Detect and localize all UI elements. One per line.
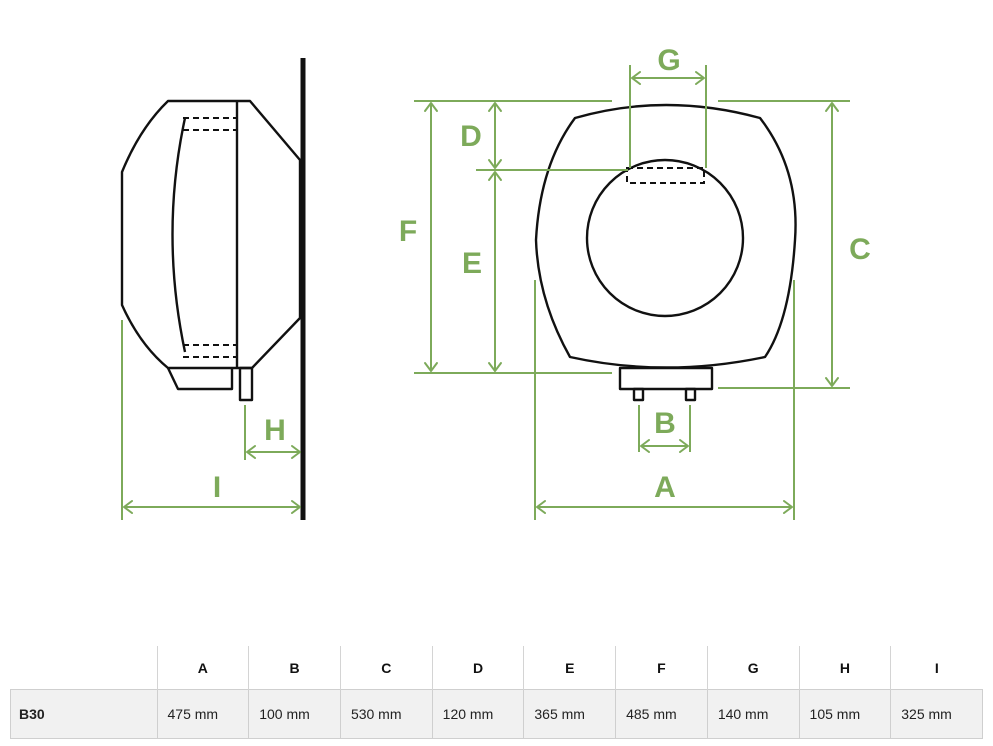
dimension-b: B <box>638 405 691 453</box>
water-heater-dimension-drawing: H I G D F <box>120 44 871 520</box>
column-header-model <box>11 646 158 690</box>
dimensions-table: A B C D E F G H I B30 475 mm 100 mm 530 … <box>10 646 983 739</box>
column-header-e: E <box>523 646 616 690</box>
value-cell-b: 100 mm <box>248 689 341 739</box>
value-cell-a: 475 mm <box>156 689 250 739</box>
label-a: A <box>654 471 676 504</box>
dimension-e: E <box>462 171 502 372</box>
front-view-top-dash <box>626 167 705 184</box>
value-cell-i: 325 mm <box>890 689 983 739</box>
column-header-f: F <box>615 646 708 690</box>
side-view-body-outline <box>120 99 302 370</box>
dimension-i: I <box>121 320 301 520</box>
value-cell-e: 365 mm <box>523 689 617 739</box>
table-row: B30 475 mm 100 mm 530 mm 120 mm 365 mm 4… <box>10 689 983 739</box>
side-view-pipe <box>238 366 254 402</box>
front-view-pipe-right <box>684 387 697 402</box>
front-view-body-outline <box>534 103 797 369</box>
dimension-h: H <box>244 405 301 460</box>
value-cell-f: 485 mm <box>615 689 708 739</box>
column-header-c: C <box>339 646 433 690</box>
label-f: F <box>399 215 417 248</box>
dimension-c: C <box>718 100 871 389</box>
front-view-dial <box>585 158 745 318</box>
dimension-f: F <box>399 102 612 374</box>
column-header-i: I <box>890 646 983 690</box>
side-view-bottom-box <box>166 367 234 391</box>
table-header-row: A B C D E F G H I <box>11 646 983 690</box>
label-d: D <box>460 120 482 153</box>
dimension-d: D <box>414 100 628 171</box>
column-header-a: A <box>156 646 249 690</box>
front-view <box>534 103 797 402</box>
value-cell-c: 530 mm <box>339 689 433 739</box>
front-view-bottom-box <box>618 366 714 391</box>
column-header-b: B <box>248 646 341 690</box>
label-c: C <box>849 233 871 266</box>
label-e: E <box>462 247 482 280</box>
side-view-front-curve <box>171 117 187 353</box>
value-cell-h: 105 mm <box>798 689 892 739</box>
dimension-a: A <box>534 280 795 520</box>
dimension-g: G <box>629 44 707 168</box>
front-view-pipe-left <box>632 387 645 402</box>
label-i: I <box>213 471 221 504</box>
label-h: H <box>264 414 286 447</box>
label-g: G <box>657 44 680 77</box>
column-header-g: G <box>706 646 800 690</box>
value-cell-g: 140 mm <box>706 689 800 739</box>
column-header-d: D <box>431 646 524 690</box>
value-cell-d: 120 mm <box>431 689 525 739</box>
column-header-h: H <box>798 646 891 690</box>
side-view <box>120 58 306 520</box>
model-cell: B30 <box>10 689 158 739</box>
label-b: B <box>654 407 676 440</box>
